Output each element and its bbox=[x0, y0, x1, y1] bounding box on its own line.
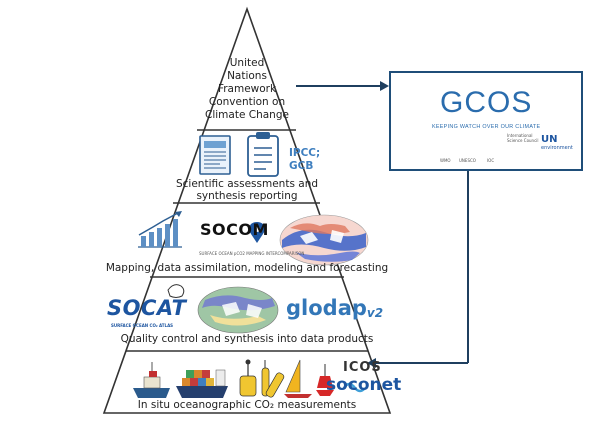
gcb-line: GCB bbox=[289, 160, 314, 172]
wmo-text: WMO bbox=[440, 158, 451, 163]
insitu-label: In situ oceanographic CO₂ measurements bbox=[137, 399, 357, 411]
un-environment-logo: UN environment bbox=[541, 134, 573, 152]
arrow-head-left bbox=[367, 358, 376, 368]
mapping-label: Mapping, data assimilation, modeling and… bbox=[105, 262, 389, 274]
saildrone-icon bbox=[284, 359, 312, 398]
ioc-text: IOC bbox=[487, 158, 495, 163]
unfccc-line-4: Convention on bbox=[208, 96, 286, 108]
socat-tagline: SURFACE OCEAN CO₂ ATLAS bbox=[111, 323, 174, 328]
global-map-image bbox=[279, 214, 369, 266]
socat-logo: SOCAT bbox=[107, 296, 187, 320]
map-pin-icon bbox=[249, 222, 265, 243]
glodap-name: glodap bbox=[286, 296, 367, 320]
globe-data-image bbox=[197, 286, 279, 334]
isc-text: International Science Council bbox=[507, 133, 539, 143]
glider-icon bbox=[265, 372, 285, 398]
gcos-name: GCOS bbox=[440, 86, 533, 119]
ipcc-gcb-label: IPCC; GCB bbox=[289, 147, 320, 173]
environment-text: environment bbox=[541, 145, 573, 151]
unesco-text: UNESCO bbox=[459, 158, 476, 163]
cargo-ship-icon bbox=[176, 369, 228, 398]
float-icon bbox=[261, 360, 270, 397]
glodap-logo: glodapv2 bbox=[286, 296, 383, 320]
assessments-label: Scientific assessments and synthesis rep… bbox=[160, 178, 334, 202]
gcos-tagline: KEEPING WATCH OVER OUR CLIMATE bbox=[432, 124, 541, 130]
soconet-wave-icon bbox=[342, 382, 366, 393]
wave-glider-icon bbox=[316, 364, 334, 396]
gcos-box: GCOS KEEPING WATCH OVER OUR CLIMATE UN e… bbox=[389, 71, 583, 171]
quality-label: Quality control and synthesis into data … bbox=[120, 333, 374, 345]
pyramid-outline bbox=[102, 6, 392, 414]
unfccc-line-3: Framework bbox=[217, 83, 277, 95]
research-ship-icon bbox=[133, 362, 170, 398]
assessments-label-line-2: synthesis reporting bbox=[196, 190, 298, 202]
unfccc-line-2: Nations bbox=[227, 70, 267, 82]
unfccc-line-5: Climate Change bbox=[205, 109, 289, 121]
socom-logo: SOCOM bbox=[200, 220, 269, 239]
ipcc-line: IPCC; bbox=[289, 147, 321, 159]
un-text: UN bbox=[541, 134, 558, 145]
mooring-buoy-icon bbox=[239, 359, 257, 397]
icos-logo: ICOS bbox=[343, 360, 382, 375]
arrow-head-right bbox=[380, 81, 389, 91]
soconet-logo: soconet bbox=[326, 375, 402, 395]
socom-tagline: SURFACE OCEAN pCO2 MAPPING INTERCOMPARIS… bbox=[199, 251, 305, 256]
document-icon bbox=[199, 135, 231, 175]
bar-growth-icon bbox=[138, 211, 182, 248]
socat-bear-icon bbox=[167, 284, 185, 298]
glodap-version: v2 bbox=[366, 306, 384, 320]
unfccc-label: United Nations Framework Convention on C… bbox=[205, 57, 289, 122]
clipboard-icon bbox=[247, 132, 279, 177]
assessments-label-line-1: Scientific assessments and bbox=[175, 178, 319, 190]
unfccc-line-1: United bbox=[229, 57, 265, 69]
